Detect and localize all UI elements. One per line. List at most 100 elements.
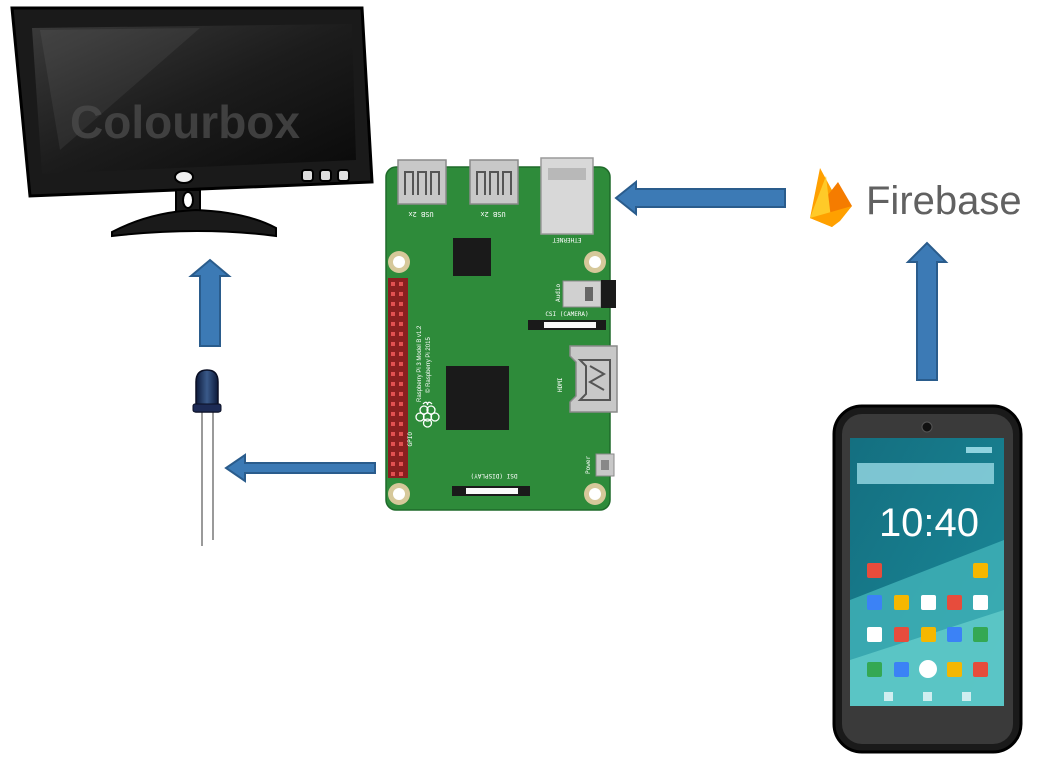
app-icon <box>947 662 962 677</box>
gpio-pin <box>399 462 403 466</box>
app-icon <box>947 595 962 610</box>
search-bar <box>857 463 994 484</box>
monitor-button-icon <box>319 169 332 182</box>
gpio-pin <box>391 352 395 356</box>
arrow-firebase-to-pi <box>614 179 786 217</box>
gpio-pin <box>399 412 403 416</box>
gpio-pin <box>391 292 395 296</box>
hdmi-label: HDMI <box>557 377 564 392</box>
monitor-button-icon <box>301 169 314 182</box>
gpio-pin <box>391 452 395 456</box>
front-camera-icon <box>921 421 933 433</box>
mounting-hole <box>584 251 606 273</box>
usb-left-label: USB 2x <box>408 210 433 218</box>
arrow-pi-to-led <box>224 453 376 483</box>
camera-label: CSI (CAMERA) <box>545 311 588 318</box>
gpio-pin <box>399 382 403 386</box>
nav-home-icon <box>923 692 932 701</box>
gpio-pin <box>391 372 395 376</box>
app-icon <box>894 595 909 610</box>
usb-port-left <box>397 159 447 205</box>
gpio-pin <box>391 302 395 306</box>
gpio-pin <box>399 432 403 436</box>
gpio-pin <box>399 282 403 286</box>
power-label: Power <box>585 456 592 474</box>
app-icon <box>867 563 882 578</box>
gpio-pin <box>391 432 395 436</box>
gpio-pin <box>399 322 403 326</box>
app-icon <box>921 627 936 642</box>
app-icon <box>973 662 988 677</box>
gpio-pin <box>391 282 395 286</box>
app-icon <box>867 595 882 610</box>
monitor-button-icon <box>337 169 350 182</box>
gpio-pin <box>391 382 395 386</box>
gpio-pin <box>399 422 403 426</box>
gpio-pin <box>391 332 395 336</box>
audio-jack <box>562 280 616 308</box>
usb-right-label: USB 2x <box>480 210 505 218</box>
raspberry-pi-board: USB 2x USB 2x ETHERNET GPIO Raspberry Pi… <box>385 157 618 511</box>
ethernet-label: ETHERNET <box>552 236 581 243</box>
mounting-hole <box>388 251 410 273</box>
mounting-hole <box>388 483 410 505</box>
audio-label: Audio <box>555 284 562 302</box>
gpio-pin <box>399 452 403 456</box>
gpio-pin <box>391 362 395 366</box>
ir-led <box>192 369 222 546</box>
gpio-pin <box>391 392 395 396</box>
gpio-pin <box>391 322 395 326</box>
gpio-pin <box>399 372 403 376</box>
app-icon <box>894 627 909 642</box>
usb-controller-chip <box>453 238 491 276</box>
gpio-pin <box>399 392 403 396</box>
phone-clock: 10:40 <box>879 501 979 545</box>
firebase-flame-icon <box>810 168 852 227</box>
usb-port-right <box>469 159 519 205</box>
display-label: DSI (DISPLAY) <box>471 472 518 479</box>
gpio-pin <box>399 332 403 336</box>
mounting-hole <box>584 483 606 505</box>
app-icon <box>947 627 962 642</box>
ethernet-port <box>540 157 594 235</box>
app-icon <box>973 627 988 642</box>
gpio-pin <box>391 422 395 426</box>
gpio-label: GPIO <box>407 432 414 447</box>
arrow-led-to-monitor <box>188 258 232 347</box>
gpio-pin <box>391 312 395 316</box>
hdmi-port <box>569 345 618 413</box>
firebase-logo: Firebase <box>810 168 1022 227</box>
gpio-header <box>388 278 408 478</box>
arrow-phone-to-firebase <box>905 241 949 381</box>
status-bar-icon <box>966 447 992 453</box>
model-label: Raspberry Pi 3 Model B v1.2 <box>417 325 423 402</box>
app-icon <box>867 662 882 677</box>
copyright-label: © Raspberry Pi 2015 <box>425 337 432 393</box>
soc-chip <box>446 366 509 430</box>
gpio-pin <box>399 312 403 316</box>
gpio-pin <box>399 292 403 296</box>
firebase-label: Firebase <box>866 179 1022 223</box>
nav-back-icon <box>884 692 893 701</box>
power-button-icon <box>174 170 194 184</box>
nav-recent-icon <box>962 692 971 701</box>
monitor: Colourbox <box>10 6 374 238</box>
gpio-pin <box>399 402 403 406</box>
gpio-pin <box>391 342 395 346</box>
monitor-watermark: Colourbox <box>70 96 300 148</box>
raspberry-logo-icon <box>415 401 440 428</box>
gpio-pin <box>399 302 403 306</box>
gpio-pin <box>399 442 403 446</box>
gpio-pin <box>391 442 395 446</box>
gpio-pin <box>399 362 403 366</box>
gpio-pin <box>391 462 395 466</box>
gpio-pin <box>391 472 395 476</box>
smartphone: 10:40 <box>832 404 1023 754</box>
app-grid <box>867 563 988 678</box>
gpio-pin <box>399 352 403 356</box>
app-icon <box>894 662 909 677</box>
app-icon <box>921 595 936 610</box>
led-bulb <box>195 369 219 413</box>
monitor-stand <box>111 208 277 238</box>
